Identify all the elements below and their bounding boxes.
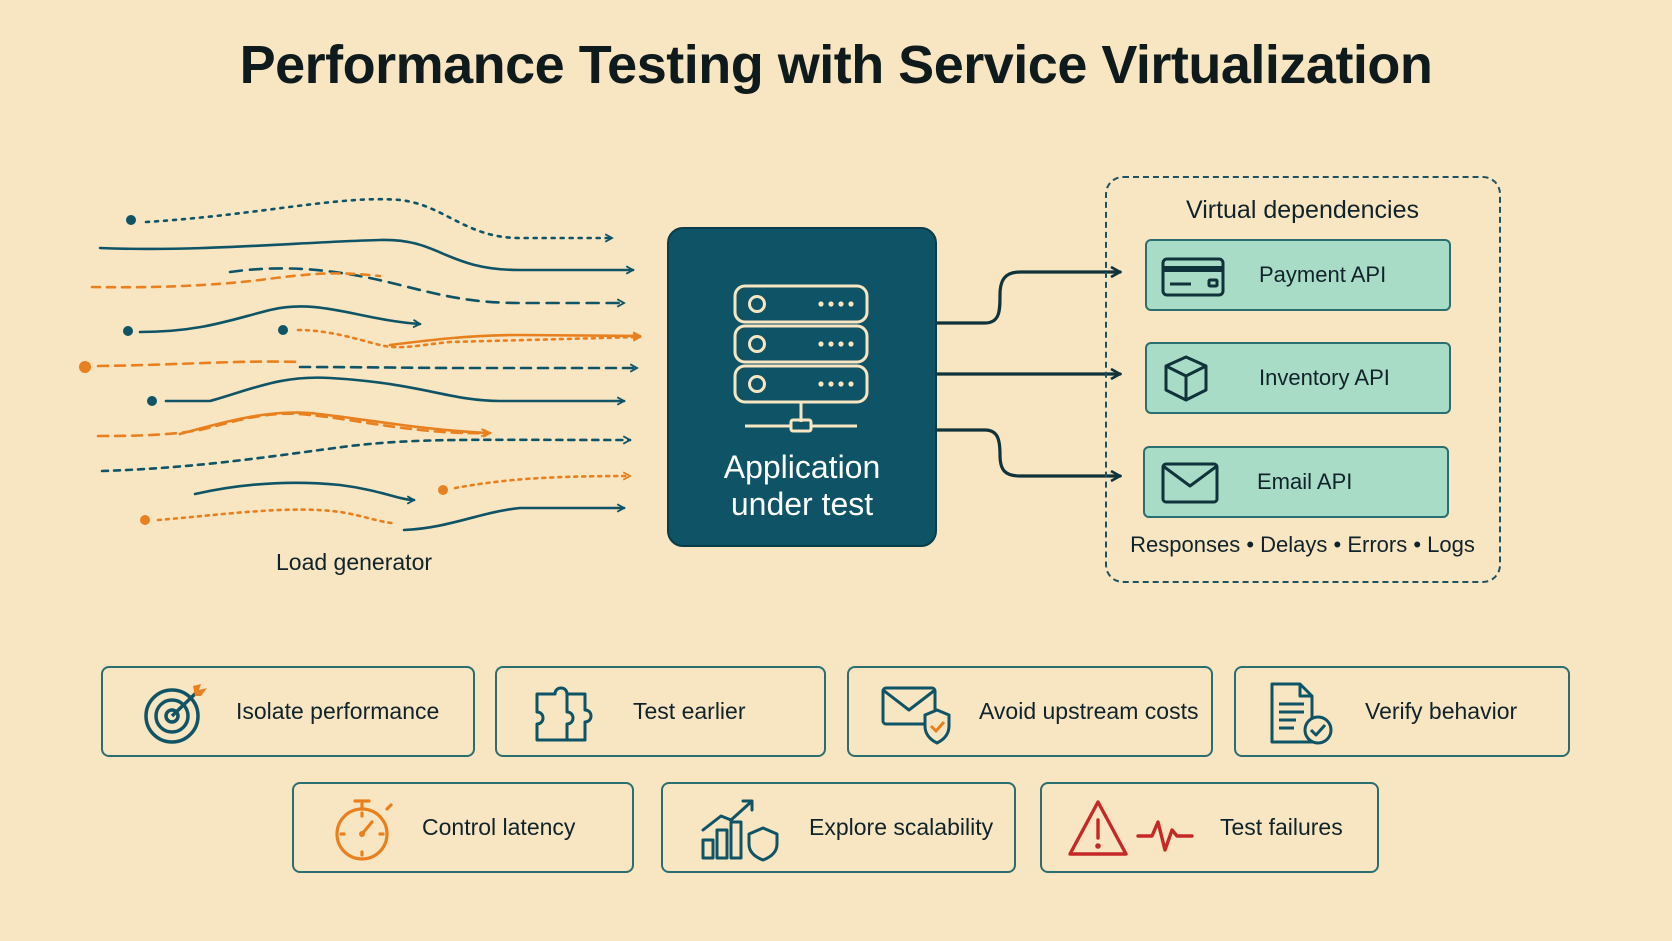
benefit-card-verify: Verify behavior <box>1234 666 1570 757</box>
connector-payment <box>935 272 1120 325</box>
api-card-payment: Payment API <box>1145 239 1451 311</box>
benefit-card-latency: Control latency <box>292 782 634 873</box>
load-flow-line <box>100 440 630 473</box>
api-label: Email API <box>1257 469 1353 494</box>
connector-email <box>935 428 1120 476</box>
load-flow-line <box>96 360 302 368</box>
load-flow-line <box>178 411 488 434</box>
benefit-label: Explore scalability <box>809 814 994 840</box>
load-flow-line <box>453 476 630 490</box>
benefit-card-isolate: Isolate performance <box>101 666 475 757</box>
benefit-label: Isolate performance <box>236 698 440 724</box>
load-flow-line <box>98 238 633 270</box>
benefit-card-failures: Test failures <box>1040 782 1379 873</box>
load-flow-line <box>402 508 624 532</box>
load-flow-line <box>228 267 624 303</box>
api-card-inventory: Inventory API <box>1145 342 1451 414</box>
benefit-label: Avoid upstream costs <box>979 698 1199 724</box>
mail-shield-icon <box>881 686 951 745</box>
app-label: Application under test <box>669 449 935 523</box>
load-origin-dot <box>147 396 157 406</box>
envelope-icon <box>1161 462 1219 504</box>
document-check-icon <box>1270 682 1333 745</box>
load-flow-line <box>164 376 624 401</box>
load-flow-line <box>96 412 490 436</box>
benefit-label: Control latency <box>422 814 576 840</box>
virtual-dependencies-panel: Virtual dependencies Responses • Delays … <box>1105 176 1501 583</box>
load-origin-dot <box>140 515 150 525</box>
load-origin-dot <box>126 215 136 225</box>
api-card-email: Email API <box>1143 446 1449 518</box>
benefit-label: Verify behavior <box>1365 698 1518 724</box>
chart-shield-icon <box>701 799 779 862</box>
load-origin-dot <box>79 361 91 373</box>
load-flow-line <box>144 197 612 238</box>
load-flow-line <box>388 335 640 347</box>
api-label: Inventory API <box>1259 365 1390 390</box>
virtual-dependencies-footer: Responses • Delays • Errors • Logs <box>1130 532 1475 557</box>
load-flow-line <box>298 367 637 368</box>
load-flow-line <box>156 508 394 525</box>
app-label-line-1: Application <box>723 449 881 485</box>
benefit-card-scalability: Explore scalability <box>661 782 1016 873</box>
load-generator-label: Load generator <box>276 549 433 575</box>
warning-pulse-icon <box>1068 800 1194 856</box>
benefit-card-test-earlier: Test earlier <box>495 666 826 757</box>
stopwatch-icon <box>335 799 393 861</box>
load-origin-dot <box>123 326 133 336</box>
virtual-dependencies-title: Virtual dependencies <box>1185 196 1420 224</box>
load-origin-dot <box>278 325 288 335</box>
puzzle-icon <box>535 686 593 742</box>
load-origin-dot <box>438 485 448 495</box>
load-flow-line <box>138 305 420 334</box>
benefit-label: Test failures <box>1220 814 1343 840</box>
target-icon <box>144 684 207 744</box>
page-title: Performance Testing with Service Virtual… <box>239 35 1433 95</box>
credit-card-icon <box>1161 257 1225 297</box>
load-flow-line <box>90 272 382 289</box>
application-under-test: Application under test <box>667 227 937 547</box>
app-label-line-2: under test <box>730 486 874 522</box>
benefit-card-avoid-costs: Avoid upstream costs <box>847 666 1213 757</box>
box-icon <box>1164 355 1208 402</box>
server-rack-icon <box>733 284 869 433</box>
load-flow-line <box>296 328 640 349</box>
load-flow-line <box>193 481 414 500</box>
api-label: Payment API <box>1259 262 1387 287</box>
benefit-label: Test earlier <box>633 698 746 724</box>
